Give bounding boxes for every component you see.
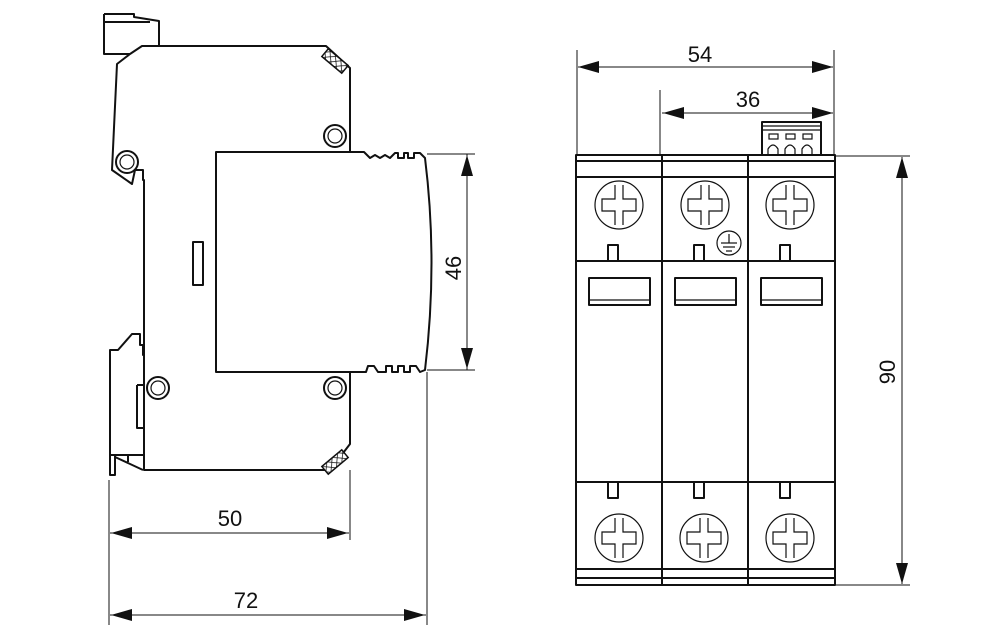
status-window <box>588 277 651 306</box>
front-view: 54 36 90 <box>575 42 910 586</box>
terminal-screw-bottom-1 <box>594 513 644 563</box>
tab <box>779 481 791 499</box>
dim-label-46: 46 <box>441 256 466 280</box>
dim-label-36: 36 <box>736 87 760 112</box>
terminal-screw-top-3 <box>765 180 815 230</box>
module-outline <box>575 154 836 586</box>
rivet <box>146 376 170 400</box>
top-clip <box>103 13 160 55</box>
rivet <box>115 150 139 174</box>
status-window <box>674 277 737 306</box>
tab <box>607 244 619 262</box>
indicator-slot <box>192 241 204 286</box>
side-view: 46 50 72 <box>103 13 475 625</box>
terminal-screw-bottom-3 <box>765 513 815 563</box>
status-window <box>760 277 823 306</box>
tab <box>779 244 791 262</box>
latch-hatch <box>320 47 350 75</box>
rivet <box>323 376 347 400</box>
tab <box>693 244 705 262</box>
housing-outline <box>109 45 351 471</box>
rivet <box>323 124 347 148</box>
terminal-screw-top-2 <box>680 180 730 230</box>
dim-label-72: 72 <box>234 588 258 613</box>
dim-label-54: 54 <box>688 42 712 67</box>
earth-ground-icon <box>716 230 742 256</box>
tab <box>693 481 705 499</box>
tab <box>607 481 619 499</box>
din-clip <box>109 384 145 476</box>
latch-hatch <box>320 448 350 476</box>
dim-label-50: 50 <box>218 506 242 531</box>
terminal-screw-top-1 <box>594 180 644 230</box>
front-cover <box>350 151 433 373</box>
terminal-screw-bottom-2 <box>679 513 729 563</box>
dim-label-90: 90 <box>875 360 900 384</box>
remote-signal-connector <box>761 121 822 156</box>
